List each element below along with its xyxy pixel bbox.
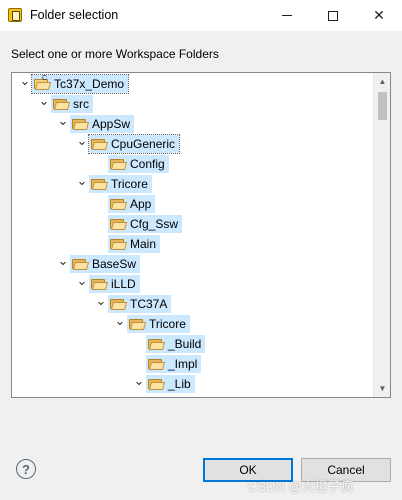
chevron-down-icon[interactable]: ⌄ bbox=[133, 373, 145, 388]
chevron-down-icon[interactable]: ⌄ bbox=[57, 113, 69, 128]
tree-node[interactable]: CpuGeneric bbox=[87, 134, 181, 154]
tree-item-label: AppSw bbox=[92, 117, 131, 131]
tree-item-label: src bbox=[73, 97, 89, 111]
watermark: CSDN @大橙子疯 bbox=[248, 479, 354, 494]
tree-item[interactable]: ⌄ AppSw bbox=[56, 113, 135, 133]
folder-icon bbox=[148, 378, 166, 390]
tree-spacer bbox=[94, 155, 108, 173]
tree-node[interactable]: _Lib bbox=[146, 375, 195, 393]
tree-node[interactable]: BaseSw bbox=[70, 255, 141, 273]
tree-item[interactable]: ⌄ iLLD bbox=[75, 273, 140, 293]
tree-item[interactable]: ⌄ _Lib bbox=[132, 373, 195, 393]
tree-item-label: App bbox=[130, 197, 152, 211]
tree-node[interactable]: src bbox=[51, 95, 93, 113]
tree-item[interactable]: ⌄ Tricore bbox=[113, 313, 190, 333]
ok-button[interactable]: OK bbox=[203, 458, 293, 482]
chevron-down-icon[interactable]: ⌄ bbox=[76, 273, 88, 288]
tree-item-label: Cfg_Ssw bbox=[130, 217, 179, 231]
tree-spacer bbox=[132, 335, 146, 353]
folder-icon bbox=[72, 118, 90, 130]
tree-item-label: TC37A bbox=[130, 297, 168, 311]
eclipse-folder-icon bbox=[8, 8, 22, 22]
tree-node[interactable]: AppSw bbox=[70, 115, 135, 133]
tree-node[interactable]: _Impl bbox=[146, 355, 202, 373]
folder-icon bbox=[129, 318, 147, 330]
chevron-down-icon[interactable]: ⌄ bbox=[114, 313, 126, 328]
folder-icon bbox=[148, 338, 166, 350]
tree-spacer bbox=[94, 235, 108, 253]
minimize-button[interactable] bbox=[264, 0, 310, 31]
tree-item-label: iLLD bbox=[111, 277, 136, 291]
tree-item[interactable]: ⌄ TC37A bbox=[94, 293, 172, 313]
tree-item[interactable]: ⌄ Tricore bbox=[75, 173, 152, 193]
close-icon: ✕ bbox=[373, 7, 385, 23]
maximize-icon bbox=[328, 10, 338, 21]
tree-item-label: _Impl bbox=[168, 357, 198, 371]
maximize-button[interactable] bbox=[310, 0, 356, 31]
tree-item[interactable]: App bbox=[94, 195, 156, 213]
tree-item-label: Tc37x_Demo bbox=[54, 77, 125, 91]
tree-node[interactable]: App bbox=[108, 195, 156, 213]
project-icon bbox=[34, 75, 52, 90]
tree-node[interactable]: Cfg_Ssw bbox=[108, 215, 183, 233]
chevron-down-icon[interactable]: ⌄ bbox=[57, 253, 69, 268]
tree-item[interactable]: Config bbox=[94, 155, 169, 173]
tree-node[interactable]: Config bbox=[108, 155, 169, 173]
close-button[interactable]: ✕ bbox=[356, 0, 402, 31]
scroll-thumb[interactable] bbox=[378, 92, 387, 120]
folder-icon bbox=[110, 218, 128, 230]
scroll-up-icon[interactable]: ▲ bbox=[378, 77, 387, 86]
tree-node[interactable]: TC37A bbox=[108, 295, 172, 313]
tree-node[interactable]: Tricore bbox=[89, 175, 152, 193]
chevron-down-icon[interactable]: ⌄ bbox=[19, 73, 31, 88]
vertical-scrollbar[interactable]: ▲ ▼ bbox=[373, 73, 390, 397]
tree-spacer bbox=[94, 215, 108, 233]
folder-icon bbox=[91, 278, 109, 290]
tree-spacer bbox=[94, 195, 108, 213]
folder-icon bbox=[91, 138, 109, 150]
tree-node[interactable]: Main bbox=[108, 235, 161, 253]
chevron-down-icon[interactable]: ⌄ bbox=[76, 133, 88, 148]
tree-item-label: Config bbox=[130, 157, 165, 171]
tree-item-label: CpuGeneric bbox=[111, 137, 176, 151]
tree-item-label: Tricore bbox=[149, 317, 186, 331]
tree-item-label: BaseSw bbox=[92, 257, 137, 271]
tree-item[interactable]: Main bbox=[94, 235, 161, 253]
tree-spacer bbox=[132, 355, 146, 373]
tree-item[interactable]: _Impl bbox=[132, 355, 202, 373]
tree-node[interactable]: iLLD bbox=[89, 275, 140, 293]
window-title: Folder selection bbox=[30, 8, 119, 22]
help-icon[interactable]: ? bbox=[16, 459, 36, 479]
tree-item-label: Tricore bbox=[111, 177, 148, 191]
minimize-icon bbox=[282, 15, 292, 16]
folder-icon bbox=[110, 238, 128, 250]
tree-item[interactable]: ⌄ Tc37x_Demo bbox=[18, 73, 130, 94]
tree-item[interactable]: _Build bbox=[132, 335, 206, 353]
tree-item[interactable]: ⌄ src bbox=[37, 93, 93, 113]
folder-icon bbox=[148, 358, 166, 370]
folder-icon bbox=[72, 258, 90, 270]
tree-item[interactable]: Cfg_Ssw bbox=[94, 215, 183, 233]
folder-icon bbox=[110, 298, 128, 310]
cancel-button[interactable]: Cancel bbox=[301, 458, 391, 482]
folder-icon bbox=[110, 158, 128, 170]
tree-node[interactable]: _Build bbox=[146, 335, 206, 353]
folder-icon bbox=[110, 198, 128, 210]
tree-item-label: _Lib bbox=[168, 377, 191, 391]
tree-node[interactable]: Tc37x_Demo bbox=[30, 74, 130, 94]
tree-item[interactable]: ⌄ BaseSw bbox=[56, 253, 141, 273]
chevron-down-icon[interactable]: ⌄ bbox=[95, 293, 107, 308]
tree-node[interactable]: Tricore bbox=[127, 315, 190, 333]
title-bar: Folder selection ✕ bbox=[0, 0, 402, 31]
tree-item-label: _Build bbox=[168, 337, 202, 351]
scroll-down-icon[interactable]: ▼ bbox=[378, 384, 387, 393]
chevron-down-icon[interactable]: ⌄ bbox=[76, 173, 88, 188]
folder-icon bbox=[91, 178, 109, 190]
chevron-down-icon[interactable]: ⌄ bbox=[38, 93, 50, 108]
instruction-label: Select one or more Workspace Folders bbox=[11, 47, 219, 61]
folder-icon bbox=[53, 98, 71, 110]
tree-item[interactable]: ⌄ CpuGeneric bbox=[75, 133, 181, 154]
tree-item-label: Main bbox=[130, 237, 157, 251]
